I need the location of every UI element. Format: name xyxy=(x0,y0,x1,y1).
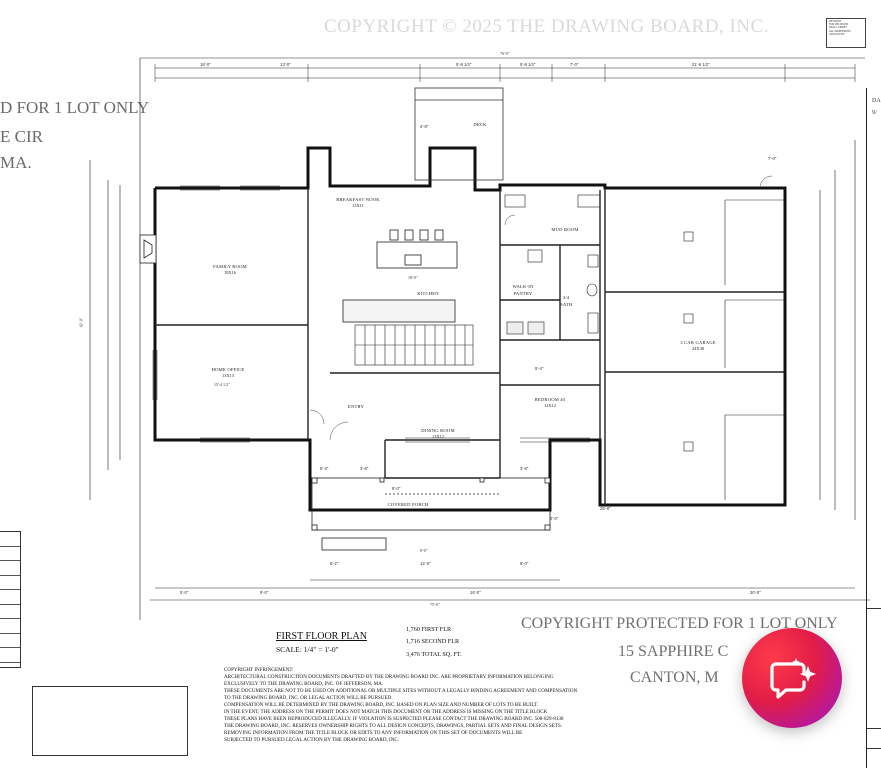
bath-label-1: 3/4 xyxy=(562,295,570,300)
construction-notes-box xyxy=(32,686,188,756)
infringement-line: TO THE DRAWING BOARD, INC. OR LEGAL ACTI… xyxy=(224,695,393,702)
copyright-infringement-notice: COPYRIGHT INFRINGEMENT: ARCHITECTURAL CO… xyxy=(224,667,656,744)
overall-bottom-dim: 75'-0" xyxy=(430,602,440,607)
pantry-label-2: PANTRY xyxy=(513,291,533,296)
title-block-date-value: 9/ xyxy=(872,110,877,116)
svg-text:5'-0": 5'-0" xyxy=(180,590,189,595)
svg-text:13'-0": 13'-0" xyxy=(280,62,291,67)
kitchen-width-dim: 18'-0" xyxy=(408,275,418,280)
left-watermark-line1: D FOR 1 LOT ONLY xyxy=(0,98,150,117)
infringement-line: THE DRAWING BOARD, INC. RESERVES OWNERSH… xyxy=(224,723,563,730)
porch-dim: 8'-0" xyxy=(420,548,428,553)
bedroom-dim: 12X12 xyxy=(544,403,556,408)
dining-room-label: DINING ROOM xyxy=(421,428,455,433)
infringement-line: EXCLUSIVELY TO THE DRAWING BOARD, INC. O… xyxy=(224,681,384,688)
title-block-divider xyxy=(867,728,881,729)
family-room-label: FAMILY ROOM xyxy=(213,264,247,269)
infringement-line: REMOVING INFORMATION FROM THE TITLE BLOC… xyxy=(224,730,523,737)
entry-label: ENTRY xyxy=(347,404,365,409)
copyright-watermark: COPYRIGHT © 2025 THE DRAWING BOARD, INC. xyxy=(324,16,769,37)
copyright-protected-line2: 15 SAPPHIRE C xyxy=(618,643,729,660)
home-office-label: HOME OFFICE xyxy=(211,367,245,372)
breakfast-nook-label: BREAKFAST NOOK xyxy=(336,197,380,202)
svg-text:18'-0": 18'-0" xyxy=(200,62,211,67)
sparkle-chat-icon xyxy=(770,658,816,699)
svg-text:6'-3": 6'-3" xyxy=(320,466,329,471)
ai-chat-button[interactable] xyxy=(742,628,842,728)
overall-top-dim: 76'-0" xyxy=(500,51,510,56)
copyright-protected-line3: CANTON, M xyxy=(630,669,719,686)
covered-porch-label: COVERED PORCH xyxy=(387,502,429,507)
infringement-line: THESE DOCUMENTS ARE NOT TO BE USED ON AD… xyxy=(224,688,578,695)
breakfast-nook-dim: 13X11 xyxy=(352,203,364,208)
infringement-line: SUBJECTED TO PURSUED LEGAL ACTION BY THE… xyxy=(224,737,400,744)
left-height-dim: 42'-0" xyxy=(78,317,84,328)
svg-text:3'-6": 3'-6" xyxy=(360,466,369,471)
svg-text:25'-0": 25'-0" xyxy=(600,506,611,511)
office-width-dim: 15'-4 1/2" xyxy=(214,382,230,387)
infringement-line: THESE PLANS HAVE BEEN REPRODUCED ILLEGAL… xyxy=(224,716,564,723)
svg-text:5'-8 1/4": 5'-8 1/4" xyxy=(520,62,536,67)
infringement-heading: COPYRIGHT INFRINGEMENT: xyxy=(224,667,294,673)
svg-text:30'-0": 30'-0" xyxy=(750,590,761,595)
title-block-strip: DA 9/ xyxy=(866,88,881,768)
left-watermark-line3: MA. xyxy=(0,153,32,172)
infringement-line: COMPENSATION WILL BE DETERMINED BY THE D… xyxy=(224,702,539,709)
svg-text:16'-0": 16'-0" xyxy=(470,590,481,595)
area-second: 1,716 SECOND FLR xyxy=(406,638,460,645)
deck-label: DECK xyxy=(473,122,487,127)
title-block-date-label: DA xyxy=(872,98,881,104)
svg-text:5'-4": 5'-4" xyxy=(535,366,544,371)
infringement-line: ARCHITECTURAL CONSTRUCTION DOCUMENTS DRA… xyxy=(224,674,554,681)
svg-text:9'-0": 9'-0" xyxy=(260,590,269,595)
svg-text:8'-0": 8'-0" xyxy=(520,561,529,566)
area-first: 1,760 FIRST FLR xyxy=(406,626,452,633)
svg-text:2'-0": 2'-0" xyxy=(550,516,559,521)
infringement-line: IN THE EVENT, THE ADDRESS ON THE PERMIT … xyxy=(224,709,548,716)
svg-text:7'-0": 7'-0" xyxy=(570,62,579,67)
svg-text:21'-6 1/2": 21'-6 1/2" xyxy=(692,62,710,67)
area-total: 3,476 TOTAL SQ. FT. xyxy=(406,651,462,658)
pantry-label-1: WALK-IN xyxy=(512,284,534,289)
left-watermark-line2: E CIR xyxy=(0,127,43,146)
home-office-dim: 13X13 xyxy=(222,373,234,378)
garage-label: 3 CAR GARAGE xyxy=(680,340,716,345)
family-room-dim: 18X16 xyxy=(224,270,236,275)
mud-room-label: MUD ROOM xyxy=(551,227,579,232)
garage-dim: 24X38 xyxy=(692,346,704,351)
bath-label-2: BATH xyxy=(559,302,573,307)
svg-text:8'-0": 8'-0" xyxy=(392,486,401,491)
title-block-divider xyxy=(867,608,881,609)
copyright-protected-line1: COPYRIGHT PROTECTED FOR 1 LOT ONLY xyxy=(521,615,838,632)
svg-text:3'-8": 3'-8" xyxy=(520,466,529,471)
legend-table xyxy=(0,531,21,668)
kitchen-label: KITCHEN xyxy=(417,291,439,296)
title-block-divider xyxy=(867,748,881,749)
bedroom-label: BEDROOM #3 xyxy=(534,397,566,402)
svg-text:14'-0": 14'-0" xyxy=(420,561,431,566)
svg-text:6'-2": 6'-2" xyxy=(330,561,339,566)
dining-room-dim: 13X12 xyxy=(432,434,444,439)
svg-text:5'-8 1/4": 5'-8 1/4" xyxy=(456,62,472,67)
plan-title: FIRST FLOOR PLAN xyxy=(276,631,367,642)
svg-text:4'-8": 4'-8" xyxy=(420,124,429,129)
plan-scale: SCALE: 1/4" = 1'-0" xyxy=(276,645,339,654)
svg-text:7'-0": 7'-0" xyxy=(768,156,777,161)
